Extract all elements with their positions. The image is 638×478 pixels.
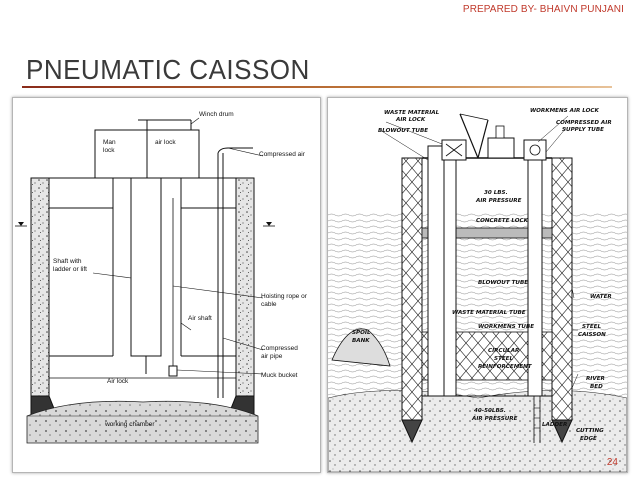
label-man-lock: Man <box>103 139 116 146</box>
label-pressure-bottom-2: AIR PRESSURE <box>471 416 518 422</box>
label-shaft: Shaft with <box>53 258 82 265</box>
label-shaft-2: ladder or lift <box>53 266 87 273</box>
label-muck-bucket: Muck bucket <box>261 372 298 379</box>
label-circular-reinforcement-3: REINFORCEMENT <box>478 364 533 370</box>
label-compressed-air-supply: COMPRESSED AIR <box>556 120 612 126</box>
slide-title: PNEUMATIC CAISSON <box>26 54 310 85</box>
label-concrete-lock: CONCRETE LOCK <box>476 218 529 224</box>
page-number: 24 <box>606 457 618 468</box>
title-underline <box>22 86 612 88</box>
left-diagram-panel: Winch drum Man lock air lock Compressed … <box>12 97 321 473</box>
label-working-chamber: working chamber <box>104 421 155 428</box>
pneumatic-caisson-section-diagram: Winch drum Man lock air lock Compressed … <box>15 111 308 444</box>
label-river-bed: RIVER <box>586 376 605 382</box>
right-diagram-panel: WASTE MATERIAL AIR LOCK BLOWOUT TUBE WOR… <box>327 97 628 473</box>
label-air-shaft: Air shaft <box>188 315 212 322</box>
label-workmens-tube: WORKMENS TUBE <box>478 324 534 330</box>
label-compressed-air-supply-2: SUPPLY TUBE <box>562 127 604 133</box>
label-steel-caisson: STEEL <box>582 324 601 330</box>
label-river-bed-2: BED <box>590 384 603 390</box>
label-blowout-tube-mid: BLOWOUT TUBE <box>478 280 528 286</box>
label-cutting-edge: CUTTING <box>576 428 604 434</box>
label-air-lock-top: air lock <box>155 139 176 146</box>
label-man-lock-2: lock <box>103 147 115 154</box>
label-winch-drum: Winch drum <box>199 111 234 118</box>
label-compressed-air-pipe: Compressed <box>261 345 298 352</box>
label-ladder: LADDER <box>542 422 567 428</box>
label-spoil-bank: SPOIL <box>352 330 371 336</box>
label-pressure-top-2: AIR PRESSURE <box>475 198 522 204</box>
label-circular-reinforcement-2: STEEL <box>494 356 513 362</box>
label-water: WATER <box>590 294 612 300</box>
steel-caisson-cutaway-diagram: WASTE MATERIAL AIR LOCK BLOWOUT TUBE WOR… <box>328 108 627 472</box>
label-compressed-air: Compressed air <box>259 151 306 158</box>
label-steel-caisson-2: CAISSON <box>578 332 606 338</box>
label-hoisting-rope-2: cable <box>261 301 277 308</box>
label-air-lock-bottom: Air lock <box>107 378 129 385</box>
author-credit: PREPARED BY- BHAIVN PUNJANI <box>462 4 624 15</box>
label-spoil-bank-2: BANK <box>352 338 370 344</box>
label-pressure-bottom: 40-50LBS. <box>474 408 506 414</box>
label-cutting-edge-2: EDGE <box>580 436 597 442</box>
label-waste-material-air-lock: WASTE MATERIAL <box>384 110 440 116</box>
label-compressed-air-pipe-2: air pipe <box>261 353 283 360</box>
label-hoisting-rope: Hoisting rope or <box>261 293 308 300</box>
label-waste-material-air-lock-2: AIR LOCK <box>395 117 426 123</box>
label-blowout-tube-top: BLOWOUT TUBE <box>378 128 428 134</box>
label-circular-reinforcement: CIRCULAR <box>488 348 519 354</box>
label-pressure-top: 30 LBS. <box>484 190 508 196</box>
label-workmens-air-lock: WORKMENS AIR LOCK <box>530 108 600 114</box>
label-waste-material-tube: WASTE MATERIAL TUBE <box>452 310 526 316</box>
